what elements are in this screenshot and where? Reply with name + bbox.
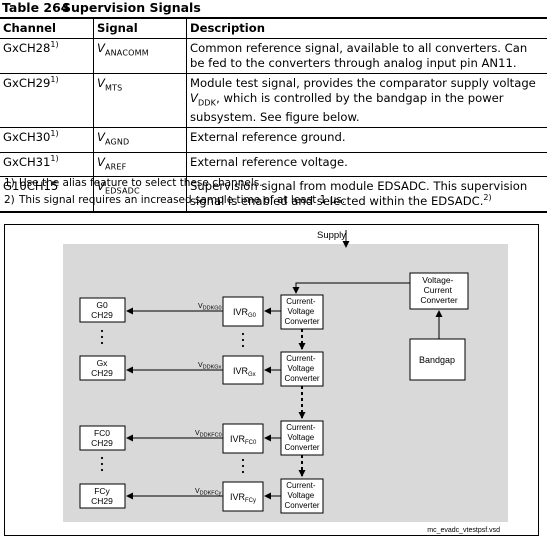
ivr-gx-box: IVRGx	[222, 355, 264, 385]
channel-cell: G10CH15	[0, 176, 94, 213]
channel-cell: GxCH291)	[0, 73, 94, 129]
svg-text:Current- Voltage: Current- Voltage Converter	[284, 297, 319, 326]
footnote: 2)This signal requires an increased samp…	[4, 194, 346, 206]
signal-cell: VAREF	[93, 152, 187, 177]
description-cell: External reference voltage.	[186, 152, 547, 177]
footnote-ref: 1)	[50, 40, 59, 50]
vddk-label-fc0: VDDKFC0	[195, 430, 222, 439]
table-row: GxCH301) VAGND External reference ground…	[0, 127, 547, 153]
signal-cell: VEDSADC	[93, 176, 187, 213]
ellipsis-dots	[100, 329, 245, 474]
current-voltage-converter-fc0: Current- Voltage Converter	[280, 420, 324, 456]
channel-cell: GxCH281)	[0, 38, 94, 74]
figure-file-name: mc_evadc_vtestpsf.vsd	[427, 527, 500, 534]
bandgap-box	[409, 338, 466, 381]
column-header-signal: Signal	[93, 17, 187, 39]
ivr-fcy-box: IVRFCy	[222, 481, 264, 512]
voltage-current-converter-box	[409, 272, 469, 310]
ivr-fc0-box: IVRFC0	[222, 423, 264, 454]
table-row: GxCH281) VANACOMM Common reference signa…	[0, 38, 547, 74]
description-cell: External reference ground.	[186, 127, 547, 153]
ivr-g0-box: IVRG0	[222, 296, 264, 327]
voltage-current-converter-label: Voltage- Current Converter	[420, 275, 457, 305]
channel-cell: GxCH311)	[0, 152, 94, 177]
table-row: GxCH311) VAREF External reference voltag…	[0, 152, 547, 177]
description-cell: Supervision signal from module EDSADC. T…	[186, 176, 547, 213]
footnote-ref: 1)	[50, 129, 59, 139]
channel-cell: GxCH301)	[0, 127, 94, 153]
svg-text:IVRFC0: IVRFC0	[230, 434, 257, 446]
table-row: GxCH291) VMTS Module test signal, provid…	[0, 73, 547, 129]
vddk-label-fcy: VDDKFCy	[195, 488, 222, 497]
footnote-ref: 1)	[50, 153, 59, 163]
svg-text:IVRG0: IVRG0	[233, 307, 257, 319]
supply-label: Supply	[317, 230, 346, 241]
diagram-canvas: Supply Voltage- Current Converter Bandga…	[63, 230, 508, 534]
svg-text:Current- Voltage: Current- Voltage Converter	[284, 354, 319, 383]
vddk-label-gx: VDDKGx	[198, 362, 222, 371]
description-cell: Module test signal, provides the compara…	[186, 73, 547, 129]
table-row: G10CH15 VEDSADC Supervision signal from …	[0, 176, 547, 213]
signal-cell: VMTS	[93, 73, 187, 129]
signal-cell: VANACOMM	[93, 38, 187, 74]
supervision-signals-table: Channel Signal Description GxCH281) VANA…	[0, 17, 547, 213]
supervision-block-diagram: Supply Voltage- Current Converter Bandga…	[4, 224, 539, 536]
signal-cell: VAGND	[93, 127, 187, 153]
current-voltage-converter-gx: Current- Voltage Converter	[280, 351, 324, 387]
table-number: Table 264	[2, 0, 70, 15]
footnote-ref: 1)	[50, 75, 59, 85]
current-feed-line	[292, 282, 410, 294]
svg-text:Current- Voltage: Current- Voltage Converter	[284, 481, 319, 510]
footnote: 1)Use the alias feature to select these …	[4, 177, 263, 189]
current-voltage-converter-g0: Current- Voltage Converter	[280, 294, 324, 330]
svg-text:GxCH29: GxCH29	[91, 358, 113, 378]
current-voltage-converter-fcy: Current- Voltage Converter	[280, 478, 324, 514]
column-header-channel: Channel	[0, 17, 94, 39]
bandgap-label: Bandgap	[419, 355, 455, 365]
footnotes: 1)Use the alias feature to select these …	[4, 175, 345, 209]
table-title: Supervision Signals	[62, 0, 201, 15]
svg-text:IVRFCy: IVRFCy	[230, 492, 256, 504]
footnote-ref: 2)	[483, 193, 492, 203]
table-caption: Table 264Supervision Signals	[2, 0, 201, 15]
column-header-description: Description	[186, 17, 547, 39]
vddk-label-g0: VDDKG0	[198, 303, 222, 312]
table-header-row: Channel Signal Description	[0, 17, 547, 39]
svg-text:IVRGx: IVRGx	[233, 366, 256, 378]
svg-text:Current- Voltage: Current- Voltage Converter	[284, 423, 319, 452]
description-cell: Common reference signal, available to al…	[186, 38, 547, 74]
